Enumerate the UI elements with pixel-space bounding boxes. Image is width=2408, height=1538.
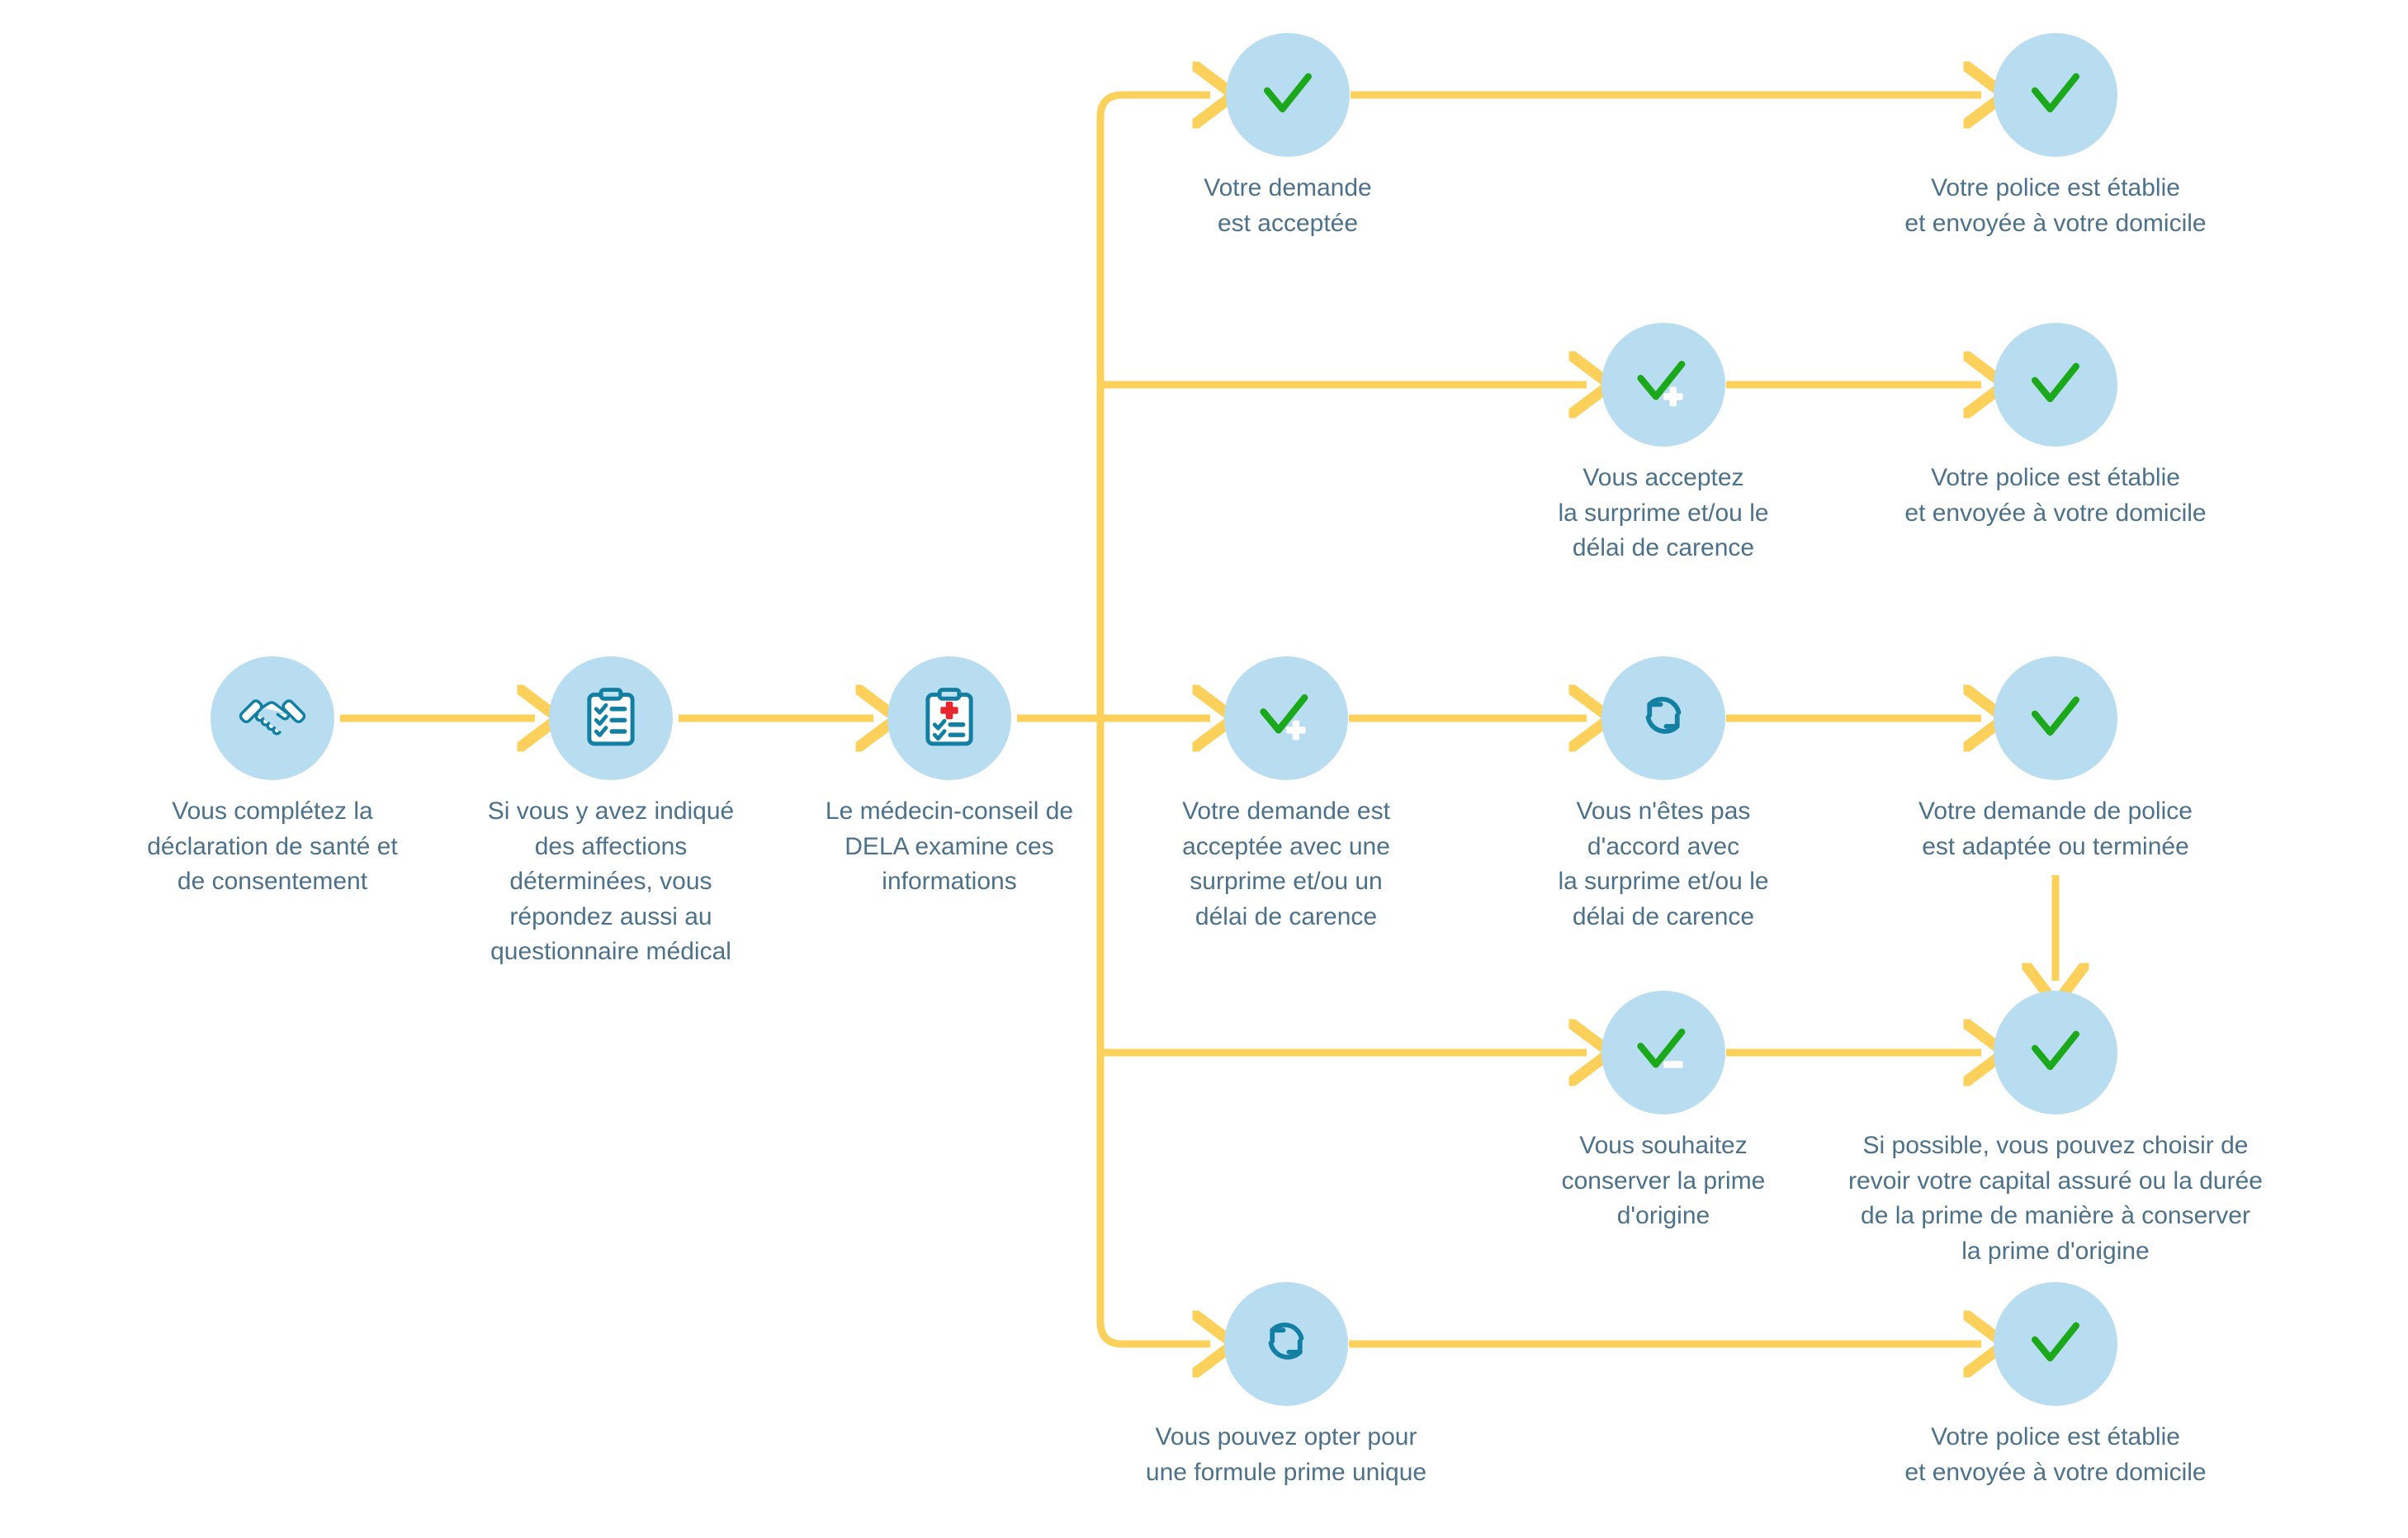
plus-badge [1663, 386, 1683, 407]
check-plus-icon [1260, 693, 1308, 741]
node-bubble [1601, 323, 1725, 447]
node-caption: Vous acceptez la surprime et/ou le délai… [1558, 464, 1769, 562]
check-plus-icon [1637, 360, 1686, 407]
node-bubble [1994, 991, 2117, 1114]
handshake-icon [239, 699, 306, 736]
plus-badge [1286, 720, 1306, 741]
node-bubble [211, 656, 334, 780]
clipboard-checklist-icon [587, 688, 635, 746]
check-icon [2031, 73, 2080, 113]
minus-badge [1663, 1061, 1683, 1068]
check-icon [2031, 696, 2080, 736]
node-bubble [887, 656, 1011, 780]
node-caption: Vous complétez la déclaration de santé e… [147, 797, 398, 896]
sync-icon [1268, 1323, 1304, 1360]
node-caption: Vous pouvez opter pour une formule prime… [1145, 1423, 1427, 1486]
sync-icon [1645, 697, 1682, 734]
node-bubble [549, 656, 673, 780]
red-cross [940, 701, 958, 720]
node-bubble [1994, 656, 2117, 780]
clipboard-medical-icon [925, 688, 973, 746]
node-caption: Vous n'êtes pas d'accord avec la surprim… [1558, 797, 1769, 930]
node-bubble [1994, 1282, 2117, 1406]
check-minus-icon [1637, 1028, 1686, 1068]
node-bubble [1224, 1282, 1348, 1406]
node-caption: Votre demande est accepté​e [1204, 174, 1372, 237]
wire-branch-trunk [1096, 91, 1124, 1348]
node-caption: Votre demande est acceptée avec une surp… [1182, 797, 1390, 930]
node-caption: Votre police est établie et envoyée à vo… [1904, 464, 2207, 527]
node-caption: Si possible, vous pouvez choisir de revo… [1848, 1132, 2263, 1265]
node-bubble [1601, 991, 1725, 1114]
check-icon [2031, 1322, 2080, 1362]
node-bubble [1226, 33, 1350, 157]
node-caption: Le médecin-conseil de DELA examine ces i… [825, 797, 1074, 896]
check-icon [1263, 73, 1313, 113]
node-caption: Votre police est établie et envoyée à vo… [1904, 174, 2207, 237]
node-caption: Si vous y avez indiqué des affections dé… [487, 797, 735, 966]
check-icon [2031, 1030, 2080, 1071]
check-icon [2031, 362, 2080, 403]
node-caption: Vous souhaitez conserver la prime d'orig… [1561, 1132, 1766, 1230]
node-bubble [1994, 323, 2117, 447]
node-bubble [1601, 656, 1725, 780]
node-caption: Votre police est établie et envoyée à vo… [1904, 1423, 2207, 1486]
node-caption: Votre demande de police est adaptée ou t… [1918, 797, 2193, 860]
node-bubble [1224, 656, 1348, 780]
node-bubble [1994, 33, 2117, 157]
